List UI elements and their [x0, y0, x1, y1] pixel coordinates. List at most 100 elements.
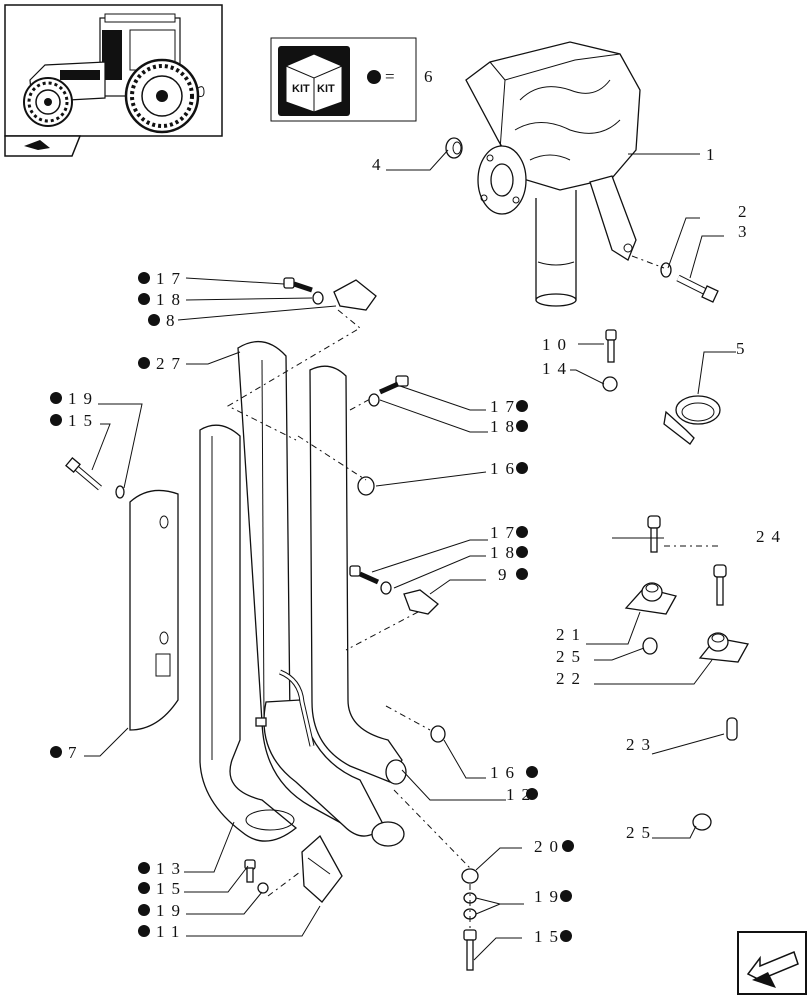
tractor-thumbnail[interactable]: [4, 4, 223, 157]
tailpipe-assembly[interactable]: [199, 340, 407, 847]
bracket-8[interactable]: [333, 279, 377, 311]
kit-label-right: KIT: [317, 83, 335, 95]
callout-11: 11: [156, 922, 186, 941]
callout-23: 23: [626, 735, 657, 754]
kit-dot-15a: [50, 414, 62, 426]
bracket-9[interactable]: [403, 589, 439, 615]
sleeve-23[interactable]: [726, 717, 738, 741]
callout-17-a: 17: [156, 269, 187, 288]
callout-14: 14: [542, 359, 573, 378]
callout-3: 3: [738, 222, 754, 241]
callouts: 1 4 2 3 5 10 14 17 18 8 27 19 15 7 17 18…: [50, 145, 780, 946]
callout-5: 5: [736, 339, 752, 358]
kit-dot-18c: [516, 546, 528, 558]
callout-18-a: 18: [156, 290, 187, 309]
kit-dot-9: [516, 568, 528, 580]
kit-dot-18a: [138, 293, 150, 305]
kit-number: 6: [424, 67, 433, 86]
callout-16-a: 16: [490, 459, 521, 478]
spacer-16-mid[interactable]: [357, 476, 375, 496]
kit-dot-19b: [138, 904, 150, 916]
kit-dot-12: [526, 788, 538, 800]
kit-dot-15b: [138, 882, 150, 894]
callout-2: 2: [738, 202, 754, 221]
callout-18-c: 18: [490, 543, 521, 562]
callout-8: 8: [166, 311, 182, 330]
kit-dot-17c: [516, 526, 528, 538]
callout-17-c: 17: [490, 523, 521, 542]
kit-dot-27: [138, 357, 150, 369]
callout-20: 20: [534, 837, 565, 856]
rubber-mount-21[interactable]: [624, 582, 677, 615]
callout-19-b: 19: [156, 901, 187, 920]
bolt-17-low[interactable]: [349, 565, 380, 585]
bolt-17-mid[interactable]: [378, 375, 409, 395]
callout-19-a: 19: [68, 389, 99, 408]
callout-18-b: 18: [490, 417, 521, 436]
callout-22: 22: [556, 669, 587, 688]
bolt-24b[interactable]: [713, 564, 727, 606]
callout-4: 4: [372, 155, 388, 174]
callout-12: 12: [506, 785, 537, 804]
clamp-5[interactable]: [663, 395, 721, 445]
callout-13: 13: [156, 859, 187, 878]
kit-dot-17b: [516, 400, 528, 412]
bolt-24a[interactable]: [647, 515, 661, 553]
spacer-25a[interactable]: [642, 637, 658, 655]
kit-dot-13: [138, 862, 150, 874]
callout-7: 7: [68, 743, 84, 762]
spacer-20[interactable]: [461, 868, 479, 884]
heat-shield-11[interactable]: [301, 834, 343, 903]
callout-21: 21: [556, 625, 587, 644]
callout-16-b: 16: [490, 763, 521, 782]
callout-10: 10: [542, 335, 573, 354]
kit-dot-7: [50, 746, 62, 758]
heat-shield-7[interactable]: [129, 489, 179, 731]
previous-page-arrow-icon[interactable]: [737, 931, 807, 995]
kit-dot-15c: [560, 930, 572, 942]
kit-dot-17a: [138, 272, 150, 284]
rubber-mount-22[interactable]: [698, 632, 750, 663]
bolt-3[interactable]: [676, 274, 719, 303]
callout-15-b: 15: [156, 879, 187, 898]
bolt-17-top[interactable]: [283, 277, 313, 293]
kit-dot-19c: [560, 890, 572, 902]
kit-label-left: KIT: [292, 83, 310, 95]
kit-box-icon: KIT KIT: [285, 53, 343, 113]
callout-25-a: 25: [556, 647, 587, 666]
spacer-4[interactable]: [445, 137, 463, 159]
callout-1: 1: [706, 145, 722, 164]
callout-27: 27: [156, 354, 187, 373]
kit-dot-20: [562, 840, 574, 852]
muffler-part[interactable]: [465, 41, 641, 307]
leader-lines: [84, 149, 736, 961]
washer-19-lower[interactable]: [257, 882, 269, 894]
spacer-25b[interactable]: [692, 813, 712, 831]
washer-18-top[interactable]: [312, 291, 324, 305]
bolt-15-right[interactable]: [463, 929, 477, 971]
nut-14[interactable]: [602, 376, 618, 392]
kit-dot-marker: [367, 70, 381, 84]
bolt-15-lower[interactable]: [244, 859, 256, 883]
callout-9: 9: [498, 565, 514, 584]
bolt-15-left[interactable]: [65, 457, 102, 491]
kit-dot-8: [148, 314, 160, 326]
callout-19-c: 19: [534, 887, 565, 906]
spacer-16-low[interactable]: [430, 725, 446, 743]
callout-15-a: 15: [68, 411, 99, 430]
kit-equals: =: [385, 67, 395, 86]
callout-15-c: 15: [534, 927, 565, 946]
kit-dot-11: [138, 925, 150, 937]
washer-19-left[interactable]: [115, 485, 125, 499]
kit-legend: KIT KIT = 6: [270, 37, 433, 122]
washer-18-mid[interactable]: [368, 393, 380, 407]
kit-dot-16b: [526, 766, 538, 778]
callout-17-b: 17: [490, 397, 521, 416]
kit-dot-18b: [516, 420, 528, 432]
washer-18-low[interactable]: [380, 581, 392, 595]
bolt-10[interactable]: [605, 329, 617, 363]
kit-dot-19a: [50, 392, 62, 404]
kit-dot-16a: [516, 462, 528, 474]
callout-25-b: 25: [626, 823, 657, 842]
